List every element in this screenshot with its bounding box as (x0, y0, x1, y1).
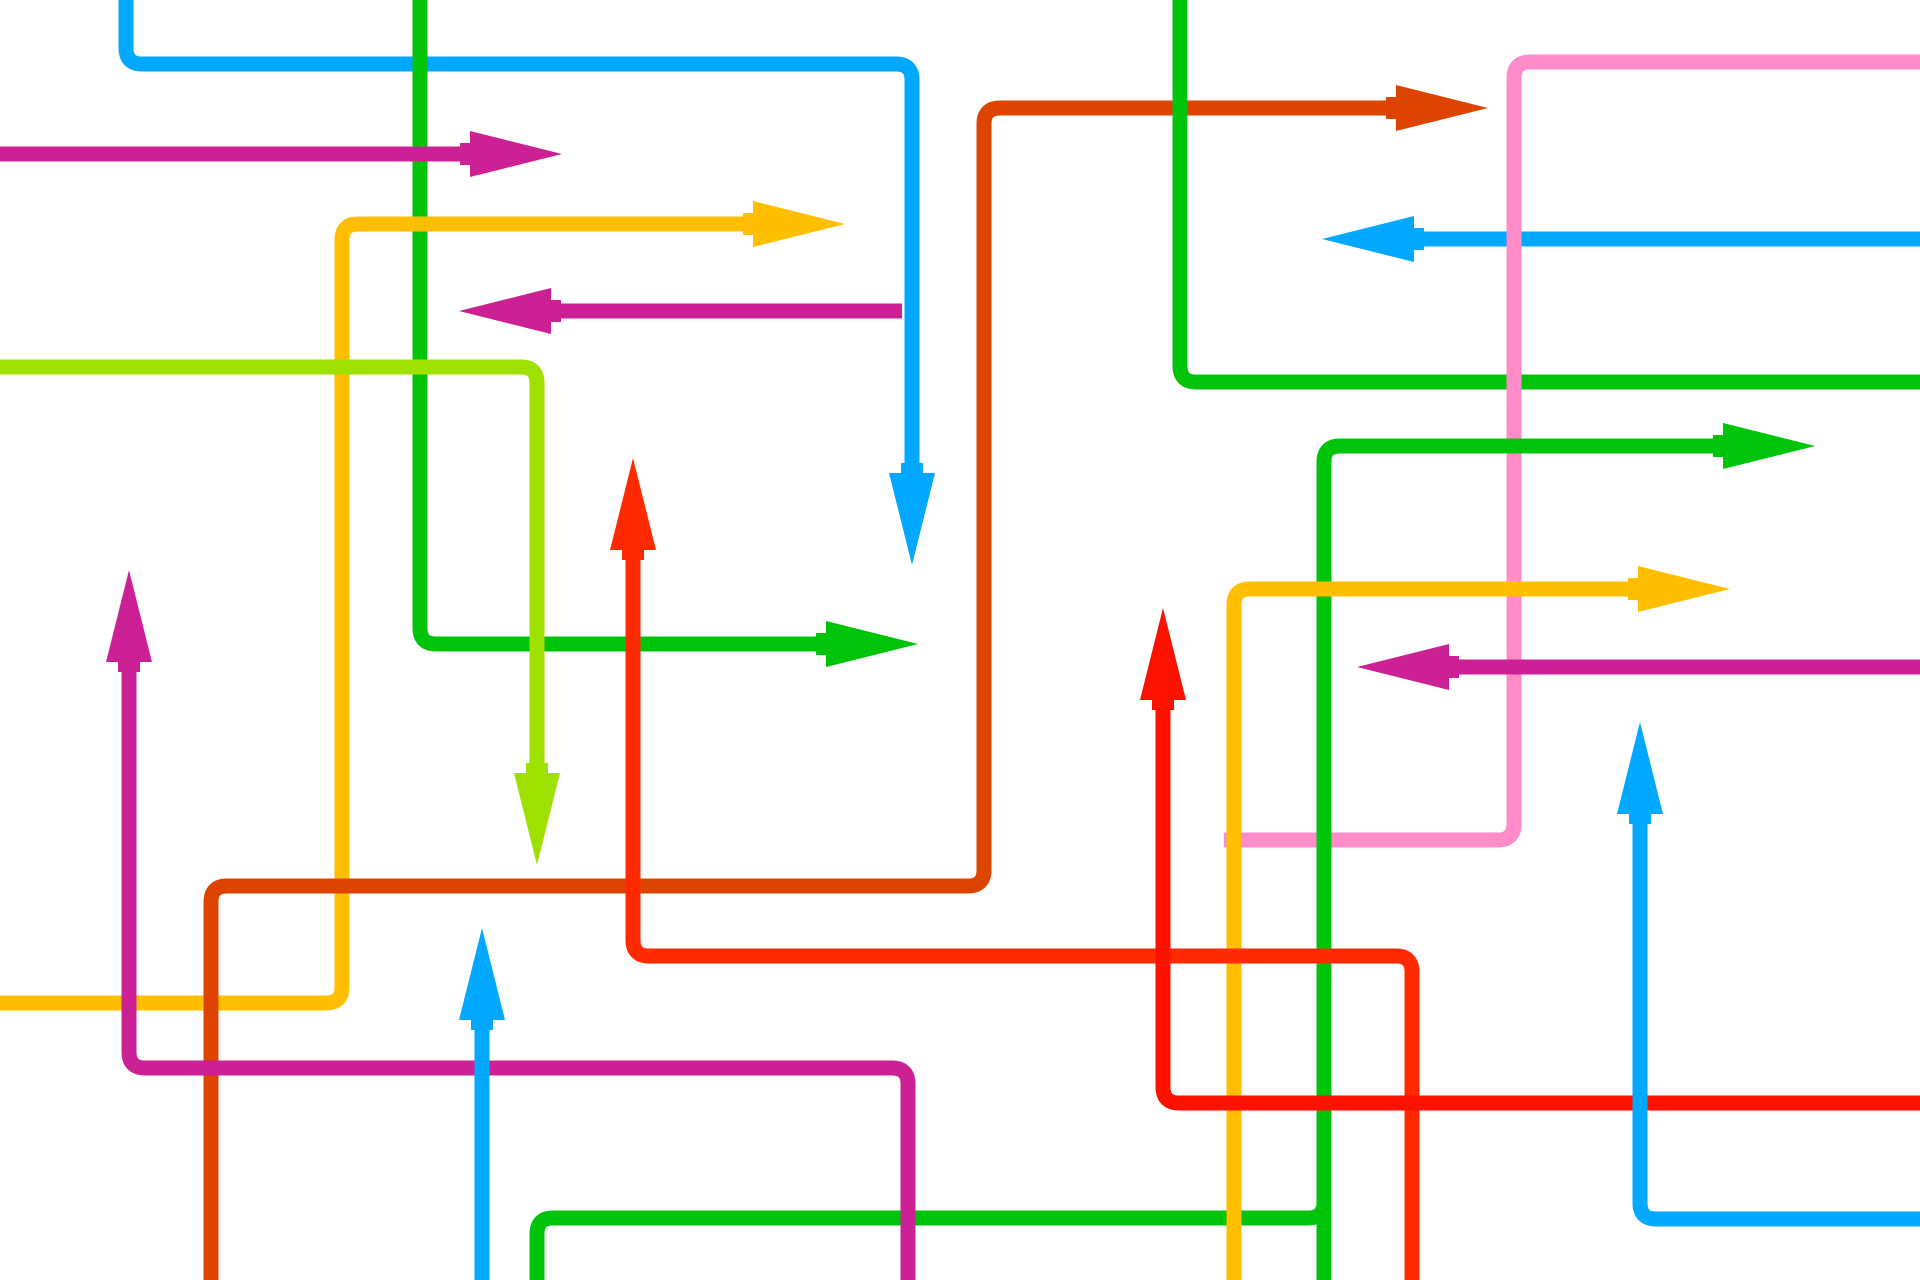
magenta-back-arrow (459, 288, 902, 334)
red-right-arrow-head-up-icon (1140, 608, 1186, 710)
blue-bottom-left-arrow-head-up-icon (459, 928, 505, 1030)
magenta-bottom-arrow-head-up-icon (106, 570, 152, 672)
yellow-right-arrow (1226, 566, 1730, 1280)
green-top-right-line (1172, 0, 1920, 390)
magenta-back-arrow-head-left-icon (459, 288, 561, 334)
lime-arrow-head-down-icon (514, 763, 560, 865)
magenta-bottom-arrow (106, 570, 916, 1280)
blue-right-arrow (1322, 216, 1920, 262)
red-center-arrow-head-up-icon (610, 458, 656, 560)
yellow-right-arrow-line (1226, 581, 1637, 1280)
magenta-right-arrow-head-left-icon (1357, 644, 1459, 690)
red-center-arrow-line (625, 550, 1420, 1280)
blue-top-arrow-line (118, 0, 920, 475)
blue-bottom-right-arrow (1617, 722, 1920, 1227)
yellow-right-arrow-head-right-icon (1628, 566, 1730, 612)
green-left-arrow-line (412, 0, 826, 652)
rust-arrow-head-right-icon (1386, 85, 1488, 131)
blue-right-arrow-head-left-icon (1322, 216, 1424, 262)
yellow-left-arrow-head-right-icon (743, 201, 845, 247)
rust-arrow (203, 85, 1488, 1280)
green-right-arrow-head-right-icon (1713, 423, 1815, 469)
magenta-right-arrow (1357, 644, 1920, 690)
blue-bottom-left-arrow (459, 928, 505, 1280)
red-right-arrow-line (1155, 700, 1920, 1111)
green-left-arrow-head-right-icon (816, 621, 918, 667)
blue-bottom-right-arrow-head-up-icon (1617, 722, 1663, 824)
rust-arrow-line (203, 100, 1394, 1280)
red-center-arrow (610, 458, 1420, 1280)
green-left-arrow (412, 0, 918, 667)
lime-arrow (0, 359, 560, 865)
magenta-bottom-arrow-line (121, 663, 916, 1280)
magenta-top-arrow (0, 131, 562, 177)
blue-top-arrow (118, 0, 935, 565)
blue-bottom-right-arrow-line (1632, 815, 1920, 1227)
lime-arrow-line (0, 359, 545, 773)
blue-top-arrow-head-down-icon (889, 463, 935, 565)
green-top-right-line-line (1172, 0, 1920, 390)
magenta-top-arrow-head-right-icon (460, 131, 562, 177)
yellow-left-arrow-line (0, 216, 752, 1011)
yellow-left-arrow (0, 201, 845, 1011)
red-right-arrow (1140, 608, 1920, 1111)
